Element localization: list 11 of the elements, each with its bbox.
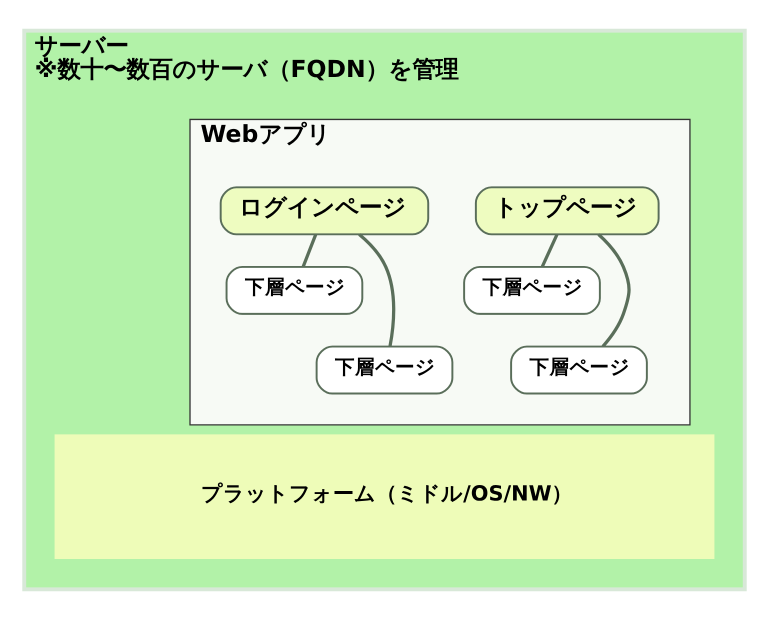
- node-box: トップページ: [474, 186, 660, 235]
- connector: [540, 233, 559, 267]
- node-box: プラットフォーム（ミドル/OS/NW）: [54, 434, 714, 558]
- node-box: 下層ページ: [316, 345, 454, 394]
- connector: [597, 232, 631, 347]
- node-box: ログインページ: [220, 186, 430, 235]
- connector: [358, 232, 396, 346]
- node-box: 下層ページ: [510, 345, 648, 394]
- node-box: 下層ページ: [226, 265, 364, 314]
- connector: [302, 233, 318, 267]
- node-box: 下層ページ: [463, 265, 601, 314]
